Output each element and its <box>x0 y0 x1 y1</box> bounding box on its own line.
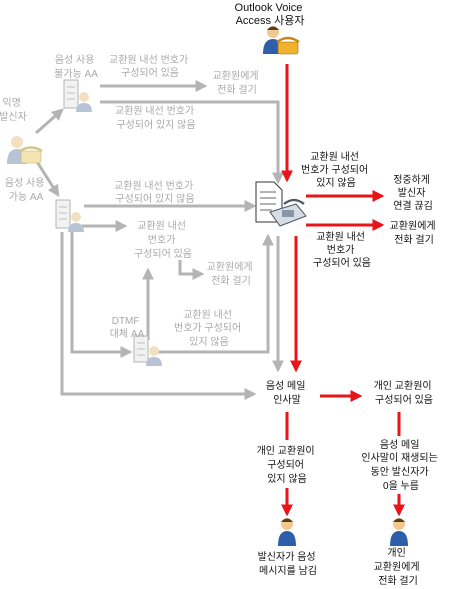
auto-attendant-server-icon <box>133 335 162 366</box>
transfer-personal-label: 개인 교환원에게 전화 걸기 <box>374 547 423 587</box>
person-icon <box>390 518 408 546</box>
red-transfer-label: 교환원에게 전화 걸기 <box>390 220 439 246</box>
press-zero-label: 음성 메일 인사말이 재생되는 동안 발신자가 0을 누름 <box>361 439 440 492</box>
gray-configured-mid-label: 교환원 내선 번호가 구성되어 있음 <box>134 220 192 260</box>
inactive-paths <box>34 80 284 400</box>
politely-disconnect-label: 정중하게 발신자 연결 끊김 <box>393 173 433 212</box>
gray-configured-top-label: 교환원 내선 번호가 구성되어 있음 <box>109 54 191 79</box>
anonymous-caller-label: 익명 발신자 <box>0 97 27 123</box>
caller-with-phone-icon <box>7 136 43 164</box>
speech-enabled-aa-label: 음성 사용 가능 AA <box>5 177 47 203</box>
voicemail-greeting-label: 음성 메일 인사말 <box>266 380 308 406</box>
person-icon <box>278 518 296 546</box>
ova-user-label: Outlook Voice Access 사용자 <box>235 2 306 27</box>
gray-not-configured-mid-label: 교환원 내선 번호가 구성되어 있지 않음 <box>114 180 196 205</box>
auto-attendant-server-icon <box>63 79 92 112</box>
disabled-aa-to-ova-arrow <box>100 100 284 185</box>
gray-not-configured-top-label: 교환원 내선 번호가 구성되어 있지 않음 <box>115 105 197 131</box>
personal-not-configured-label: 개인 교환원이 구성되어 있지 않음 <box>257 445 318 485</box>
enabled-aa-to-dtmf-arrow <box>70 232 133 358</box>
user-with-phone-icon <box>263 26 300 55</box>
red-not-configured-label: 교환원 내선 번호가 구성되어 있지 않음 <box>301 151 371 189</box>
personal-configured-label: 개인 교환원이 구성되어 있음 <box>374 380 435 406</box>
speech-disabled-aa-label: 음성 사용 불가능 AA <box>54 54 98 80</box>
gray-transfer-top-label: 교환원에게 전화 걸기 <box>213 70 262 96</box>
dtmf-to-ova-arrow <box>156 233 274 354</box>
red-configured-label: 교환원 내선 번호가 구성되어 있음 <box>313 231 371 269</box>
mid-to-transfer-arrow <box>178 260 205 280</box>
voice-access-server-with-phone-icon <box>255 181 307 227</box>
gray-configured-low-label: 교환원 내선 번호가 구성되어 있지 않음 <box>174 309 244 348</box>
caller-to-enabled-aa-arrow <box>34 159 60 198</box>
auto-attendant-server-icon <box>55 199 84 232</box>
enabled-aa-to-voicemail-arrow <box>60 232 257 400</box>
caller-to-disabled-aa-arrow <box>35 108 64 135</box>
dtmf-fallback-aa-label: DTMF 대체 AA <box>110 316 145 340</box>
active-paths <box>281 64 405 517</box>
gray-transfer-mid-label: 교환원에게 전화 걸기 <box>207 261 256 287</box>
leaves-message-label: 발신자가 음성 메시지를 남김 <box>258 551 319 577</box>
